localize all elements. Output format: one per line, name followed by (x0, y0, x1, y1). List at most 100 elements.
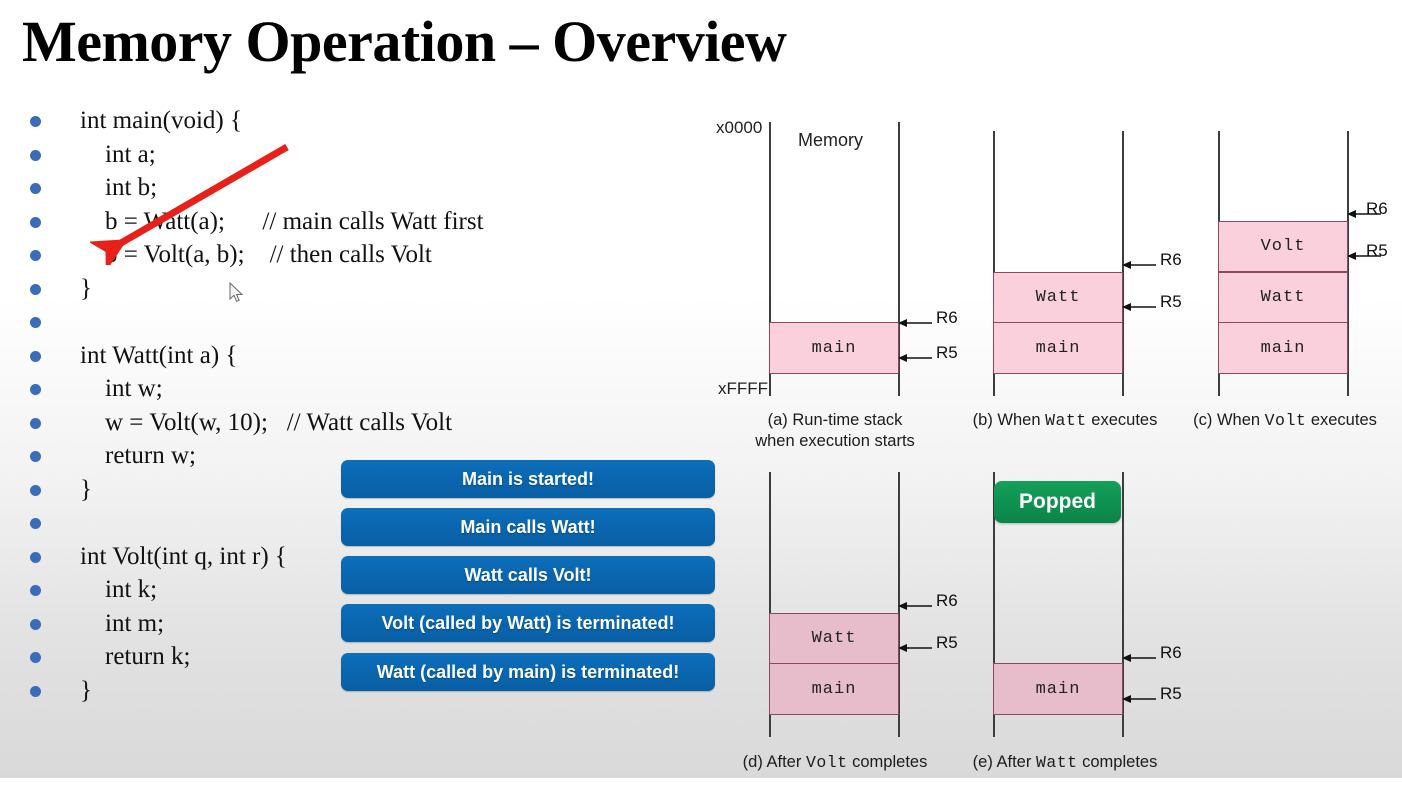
memory-rail-right (898, 472, 900, 737)
caption-e-func: Watt (1035, 753, 1078, 772)
register-label-r5: R5 (1366, 241, 1388, 260)
caption-b-prefix: (b) When (972, 411, 1046, 429)
message-button-main-calls-watt[interactable]: Main calls Watt! (341, 508, 715, 546)
caption-b-func: Watt (1045, 411, 1087, 430)
register-pointer-r6-icon (1347, 210, 1381, 218)
caption-a-line2: when execution starts (755, 432, 915, 450)
code-line-text: int Volt(int q, int r) { (80, 542, 287, 570)
register-label-r6: R6 (936, 308, 958, 327)
register-label-r5: R5 (1160, 292, 1182, 311)
code-line: w = Volt(w, 10); // Watt calls Volt (0, 406, 640, 440)
memory-rail-right (898, 122, 900, 396)
stack-frame-main: main (769, 322, 899, 374)
bullet-icon (30, 317, 41, 328)
code-line: b = Volt(a, b); // then calls Volt (0, 238, 640, 272)
caption-a: (a) Run-time stack when execution starts (700, 410, 970, 452)
stack-frame-main: main (769, 663, 899, 715)
register-label-r5: R5 (936, 633, 958, 652)
register-label-r5: R5 (936, 343, 958, 362)
stack-frame-volt: Volt (1218, 221, 1348, 272)
caption-e-prefix: (e) After (972, 753, 1036, 771)
caption-b: (b) When Watt executes (930, 410, 1200, 431)
register-pointer-r5-icon (1347, 252, 1381, 260)
bullet-icon (30, 618, 41, 630)
memory-rail-right (1122, 131, 1124, 396)
page-title: Memory Operation – Overview (22, 9, 787, 74)
code-line: return w; (0, 439, 640, 473)
caption-e-suffix: completes (1077, 753, 1158, 771)
code-line: int b; (0, 171, 640, 205)
code-line-text: w = Volt(w, 10); // Watt calls Volt (80, 408, 453, 436)
message-button-main-started[interactable]: Main is started! (341, 460, 715, 498)
bullet-icon (30, 283, 41, 295)
caption-c: (c) When Volt executes (1150, 410, 1402, 431)
code-line: } (0, 674, 640, 708)
code-line: int a; (0, 138, 640, 172)
code-line-text: int a; (80, 140, 156, 168)
register-pointer-r6-icon (898, 319, 932, 327)
code-line: int Watt(int a) { (0, 339, 640, 373)
bullet-icon (30, 183, 41, 194)
memory-rail-right (1347, 131, 1349, 396)
code-line: int Volt(int q, int r) { (0, 540, 640, 574)
stack-frame-watt: Watt (1218, 272, 1348, 323)
caption-c-func: Volt (1264, 411, 1307, 430)
bullet-icon (30, 585, 41, 596)
stack-frame-main: main (1218, 322, 1348, 374)
caption-d-suffix: completes (847, 753, 928, 771)
bullet-icon (30, 116, 41, 127)
memory-rail-left (769, 122, 771, 396)
code-line (0, 506, 640, 540)
bullet-icon (30, 250, 41, 261)
stack-frame-main: main (993, 663, 1123, 715)
register-pointer-r5-icon (898, 644, 932, 652)
register-label-r6: R6 (936, 591, 958, 610)
code-line-text: int b; (80, 174, 158, 201)
code-line: b = Watt(a); // main calls Watt first (0, 205, 640, 239)
code-line-text: int m; (80, 609, 165, 637)
code-line-text: int main(void) { (80, 107, 242, 134)
memory-label: Memory (798, 130, 864, 150)
bullet-icon (30, 551, 41, 563)
stack-frame-main: main (993, 322, 1123, 374)
caption-e: (e) After Watt completes (930, 752, 1200, 773)
register-label-r5: R5 (1160, 684, 1182, 703)
bullet-icon (30, 417, 41, 429)
register-label-r6: R6 (1160, 250, 1182, 269)
code-line: int k; (0, 573, 640, 607)
caption-a-line1: (a) Run-time stack (767, 411, 903, 429)
bullet-icon (30, 149, 41, 161)
code-line: int w; (0, 372, 640, 406)
code-line-text: int w; (80, 375, 163, 402)
popped-badge[interactable]: Popped (994, 481, 1121, 523)
register-pointer-r6-icon (1122, 654, 1156, 662)
memory-rail-left (769, 472, 771, 737)
code-line: return k; (0, 640, 640, 674)
code-line: } (0, 473, 640, 507)
bullet-icon (30, 518, 41, 529)
stack-frame-watt: Watt (769, 613, 899, 664)
bullet-icon (30, 384, 41, 395)
code-line: } (0, 272, 640, 306)
message-button-watt-calls-volt[interactable]: Watt calls Volt! (341, 556, 715, 594)
memory-rail-left (993, 472, 995, 737)
bullet-icon (30, 652, 41, 663)
code-line: int main(void) { (0, 104, 640, 138)
message-button-volt-terminated[interactable]: Volt (called by Watt) is terminated! (341, 604, 715, 642)
message-button-watt-terminated[interactable]: Watt (called by main) is terminated! (341, 653, 715, 691)
bullet-icon (30, 451, 41, 462)
caption-d: (d) After Volt completes (700, 752, 970, 773)
code-line-text: return w; (80, 442, 196, 469)
bullet-icon (30, 350, 41, 362)
register-pointer-r6-icon (1122, 261, 1156, 269)
mouse-cursor-icon (229, 282, 244, 303)
code-line-text: } (80, 475, 92, 503)
register-label-r6: R6 (1366, 199, 1388, 218)
code-line-text: return k; (80, 643, 191, 670)
memory-rail-right (1122, 472, 1124, 737)
memory-rail-left (993, 131, 995, 396)
bullet-icon (30, 484, 41, 496)
register-pointer-r5-icon (1122, 303, 1156, 311)
code-line-text: } (80, 274, 92, 302)
address-top-label: x0000 (716, 118, 763, 137)
